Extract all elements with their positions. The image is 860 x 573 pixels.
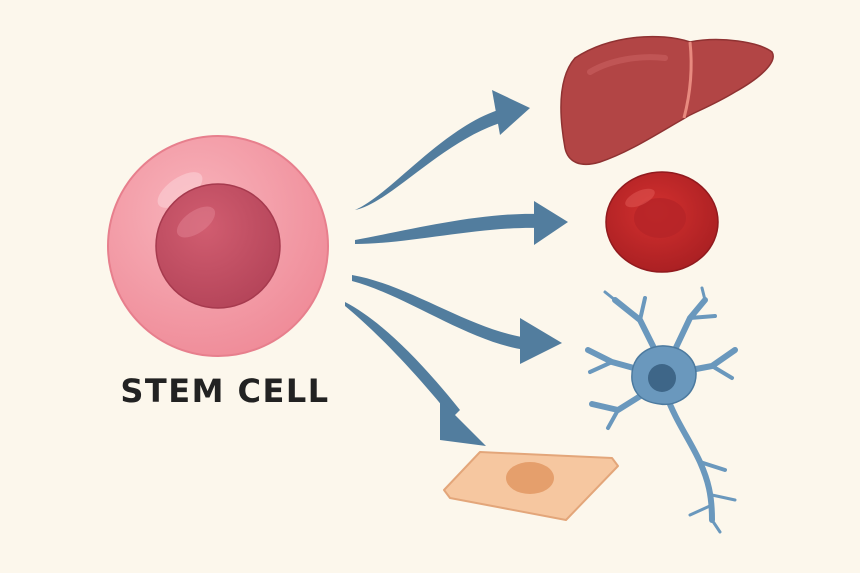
stem-cell-label: STEM CELL: [120, 372, 330, 410]
neuron-icon: [585, 286, 738, 534]
red-blood-cell-icon: [605, 171, 719, 273]
arrow-to-liver: [355, 90, 530, 210]
liver-icon: [560, 35, 774, 166]
arrow-to-skin-cell: [345, 302, 486, 446]
arrow-to-neuron: [352, 275, 562, 364]
arrow-to-red-blood-cell: [355, 201, 568, 245]
stem-cell-icon: [107, 135, 329, 357]
neuron-soma: [631, 345, 697, 406]
skin-cell-icon: [443, 451, 619, 521]
